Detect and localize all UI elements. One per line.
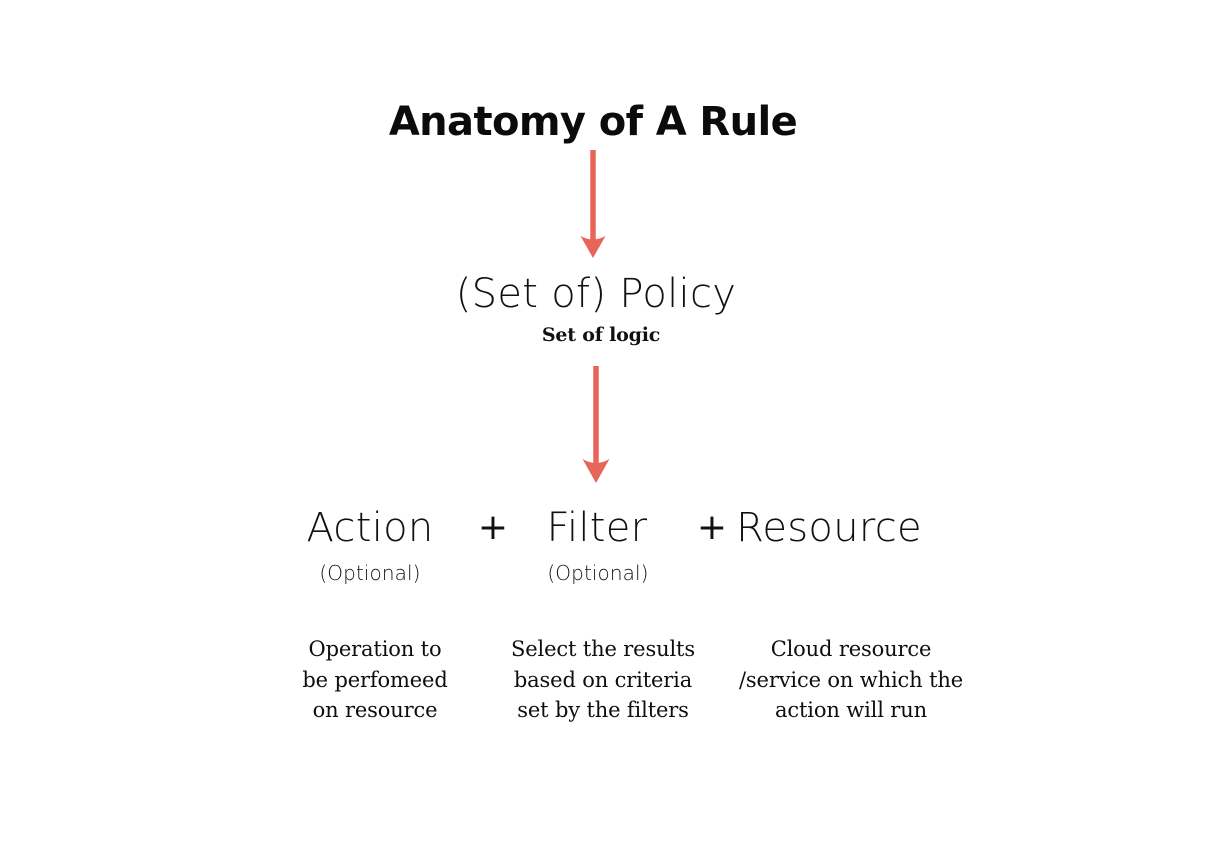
plus-operator-2: +	[696, 507, 728, 548]
component-label-filter: Filter	[546, 505, 648, 551]
component-label-resource: Resource	[736, 505, 922, 551]
component-description-action: Operation to be perfomeed on resource	[255, 634, 495, 726]
description-line: /service on which the	[738, 667, 964, 692]
component-label-action: Action	[306, 505, 434, 551]
component-description-resource: Cloud resource /service on which the act…	[711, 634, 991, 726]
policy-label: (Set of) Policy	[455, 271, 737, 317]
title-to-policy-arrow	[570, 148, 616, 260]
description-line: set by the filters	[517, 698, 689, 722]
policy-to-components-arrow	[573, 364, 619, 486]
description-line: action will run	[775, 698, 927, 722]
description-line: based on criteria	[513, 667, 693, 692]
page-title: Anatomy of A Rule	[388, 99, 798, 145]
description-line: Operation to	[308, 637, 442, 661]
description-line: Cloud resource	[770, 637, 932, 661]
optional-badge-filter: (Optional)	[547, 561, 649, 585]
down-arrow-icon	[582, 366, 610, 483]
description-line: on resource	[312, 698, 438, 722]
down-arrow-icon	[580, 150, 606, 258]
policy-subtitle: Set of logic	[541, 324, 661, 346]
component-description-filter: Select the results based on criteria set…	[483, 634, 723, 726]
description-line: Select the results	[511, 637, 695, 661]
plus-operator-1: +	[477, 507, 509, 548]
optional-badge-action: (Optional)	[319, 561, 421, 585]
description-line: be perfomeed	[302, 667, 448, 692]
